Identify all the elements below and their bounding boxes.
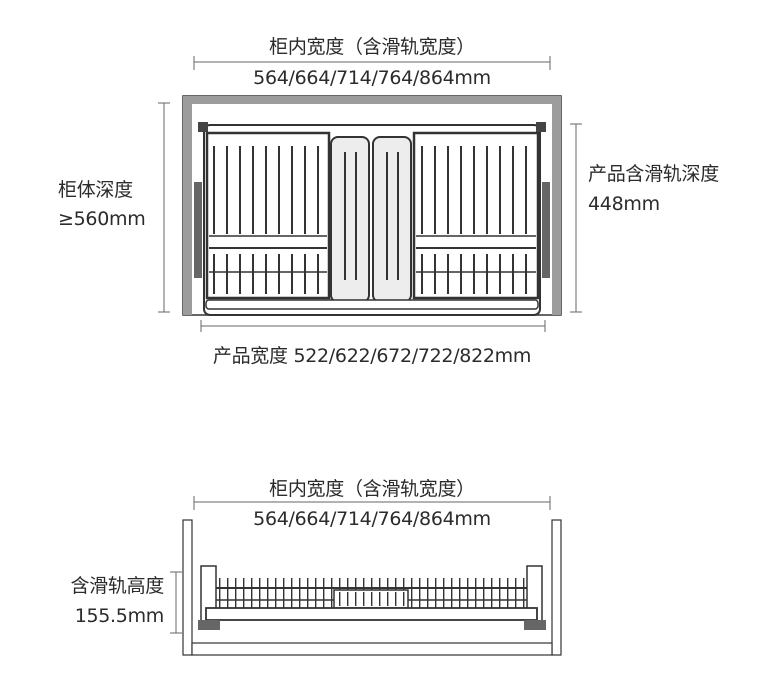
front-inner-width-label: 柜内宽度（含滑轨宽度） [269, 478, 475, 500]
front-inner-width-value: 564/664/714/764/864mm [253, 508, 491, 530]
front-view-dimension-lines [170, 496, 551, 634]
top-view-dimension-lines [158, 56, 582, 332]
basket-top-view [194, 122, 550, 316]
cabinet-front-view [182, 519, 562, 656]
product-width-text: 产品宽度 522/622/672/722/822mm [212, 345, 532, 367]
top-inner-width-value: 564/664/714/764/864mm [253, 67, 491, 89]
cabinet-depth-label: 柜体深度 [58, 179, 133, 201]
top-inner-width-label: 柜内宽度（含滑轨宽度） [269, 36, 475, 58]
basket-front-view [198, 565, 546, 630]
product-depth-value: 448mm [588, 193, 660, 215]
product-depth-label: 产品含滑轨深度 [588, 163, 719, 185]
rail-height-label: 含滑轨高度 [70, 575, 164, 597]
cabinet-depth-value: ≥560mm [58, 208, 146, 230]
rail-height-value: 155.5mm [74, 605, 165, 627]
